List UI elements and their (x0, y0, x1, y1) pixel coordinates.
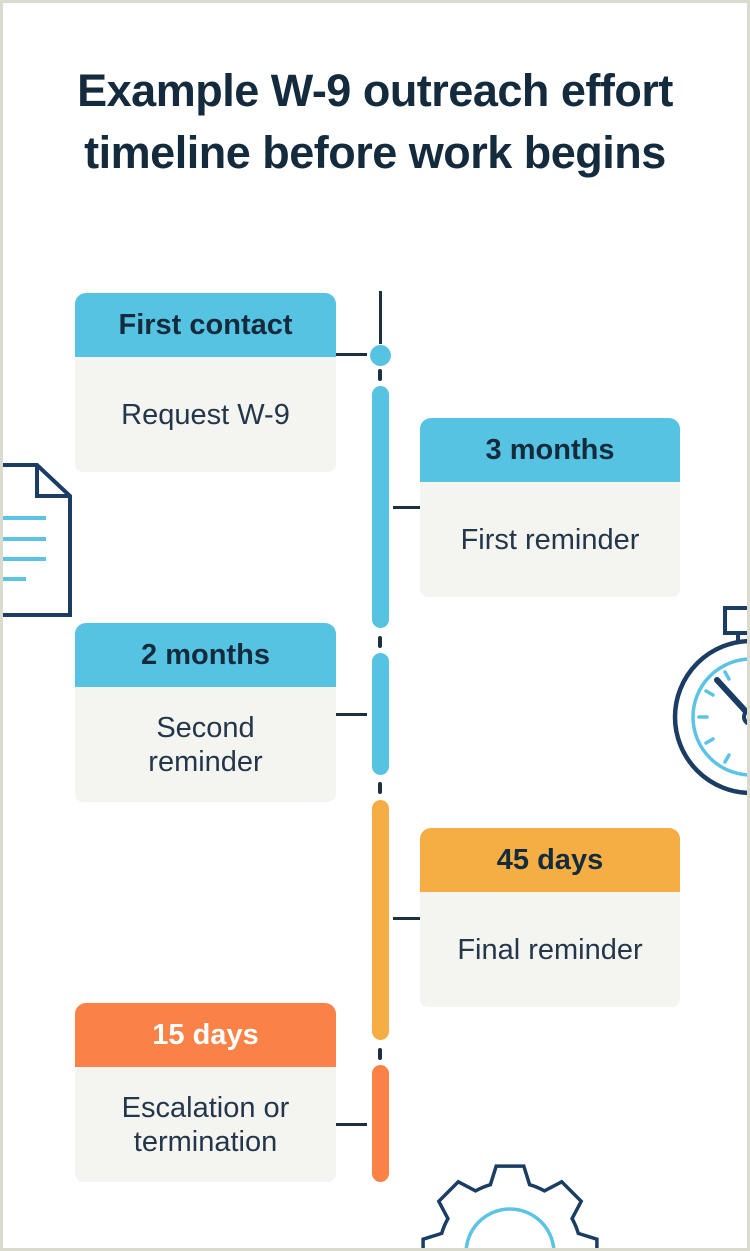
event-card-2-months: 2 months Second reminder (75, 623, 336, 802)
connector-line (336, 713, 367, 716)
event-card-3-months: 3 months First reminder (420, 418, 680, 597)
timeline-segment-15-days (372, 1065, 389, 1182)
event-card-description: First reminder (460, 523, 640, 556)
event-card-body: Escalation or termination (75, 1067, 336, 1182)
event-card-label: First contact (118, 308, 293, 341)
connector-line (393, 506, 421, 509)
connector-line (393, 917, 421, 920)
event-card-45-days: 45 days Final reminder (420, 828, 680, 1007)
event-card-header: 3 months (420, 418, 680, 482)
event-card-body: Final reminder (420, 892, 680, 1007)
connector-line (336, 353, 367, 356)
event-card-label: 2 months (141, 638, 270, 671)
event-card-first-contact: First contact Request W-9 (75, 293, 336, 472)
page-title: Example W-9 outreach effort timeline bef… (77, 65, 673, 178)
event-card-description: Second reminder (148, 711, 263, 778)
timeline-dash (378, 782, 382, 794)
stopwatch-icon (672, 606, 747, 796)
document-icon (3, 463, 72, 617)
timeline-dot (370, 345, 391, 366)
event-card-description: Request W-9 (121, 398, 290, 431)
event-card-header: 15 days (75, 1003, 336, 1067)
timeline-segment-first-contact (372, 386, 389, 628)
timeline-dash (378, 369, 382, 381)
event-card-15-days: 15 days Escalation or termination (75, 1003, 336, 1182)
event-card-header: First contact (75, 293, 336, 357)
event-card-body: Second reminder (75, 687, 336, 802)
event-card-header: 45 days (420, 828, 680, 892)
event-card-label: 3 months (485, 433, 615, 466)
connector-line (336, 1123, 367, 1126)
timeline-start-line (379, 291, 382, 344)
timeline-dash (378, 1048, 382, 1060)
event-card-description: Escalation or termination (121, 1091, 290, 1158)
event-card-body: First reminder (420, 482, 680, 597)
event-card-body: Request W-9 (75, 357, 336, 472)
event-card-label: 15 days (152, 1018, 259, 1051)
event-card-label: 45 days (496, 843, 604, 876)
gear-icon (421, 1164, 599, 1248)
timeline-segment-45-days (372, 800, 389, 1040)
event-card-description: Final reminder (457, 933, 643, 966)
timeline-dash (378, 636, 382, 648)
timeline-segment-3-months (372, 653, 389, 775)
event-card-header: 2 months (75, 623, 336, 687)
